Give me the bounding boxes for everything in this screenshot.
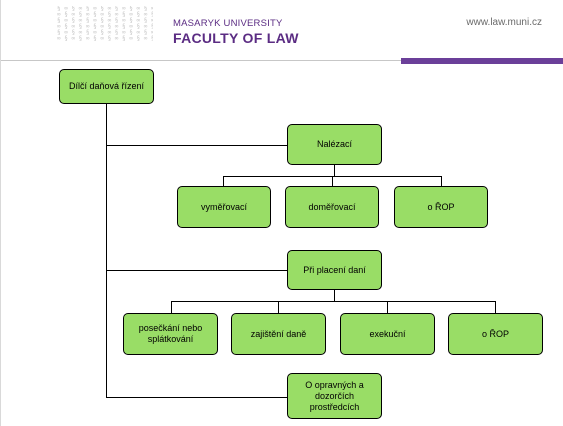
website-link[interactable]: www.law.muni.cz: [466, 17, 542, 28]
header-accent-bar: [401, 58, 563, 64]
group1-drop-3: [441, 176, 442, 186]
group1-node: Nalézací: [287, 124, 382, 165]
root-trunk-line: [106, 104, 107, 398]
group2-drop-3: [387, 301, 388, 313]
group2-stem: [334, 289, 335, 301]
university-name: MASARYK UNIVERSITY: [173, 18, 283, 29]
group1-child-3: o ŘOP: [394, 186, 488, 228]
group2-node: Při placení daní: [287, 250, 382, 290]
group3-node: O opravných a dozorčích prostředcích: [287, 373, 382, 419]
group2-child-2: zajištění daně: [231, 313, 326, 355]
university-logo-pattern: § ∞ § ∞ § ∞ § ∞ § ∞ § ∞ § ∞ § ∞ § ∞ § ∞ …: [57, 6, 153, 42]
group1-drop-1: [223, 176, 224, 186]
group1-child-2: doměřovací: [285, 186, 379, 228]
group2-drop-4: [495, 301, 496, 313]
root-node: Dílčí daňová řízení: [59, 69, 154, 104]
group1-stem: [334, 164, 335, 176]
group2-child-4: o ŘOP: [448, 313, 543, 355]
group2-drop-2: [278, 301, 279, 313]
branch-line-group1: [106, 145, 287, 146]
group2-child-1: posečkání nebo splátkování: [123, 313, 218, 355]
branch-line-group2: [106, 270, 287, 271]
group1-child-1: vyměřovací: [177, 186, 271, 228]
group2-bus: [171, 301, 495, 302]
header: § ∞ § ∞ § ∞ § ∞ § ∞ § ∞ § ∞ § ∞ § ∞ § ∞ …: [1, 0, 563, 61]
group2-child-3: exekuční: [340, 313, 435, 355]
branch-line-group3: [106, 397, 287, 398]
faculty-name: FACULTY OF LAW: [173, 30, 299, 46]
group1-drop-2: [332, 176, 333, 186]
group2-drop-1: [171, 301, 172, 313]
